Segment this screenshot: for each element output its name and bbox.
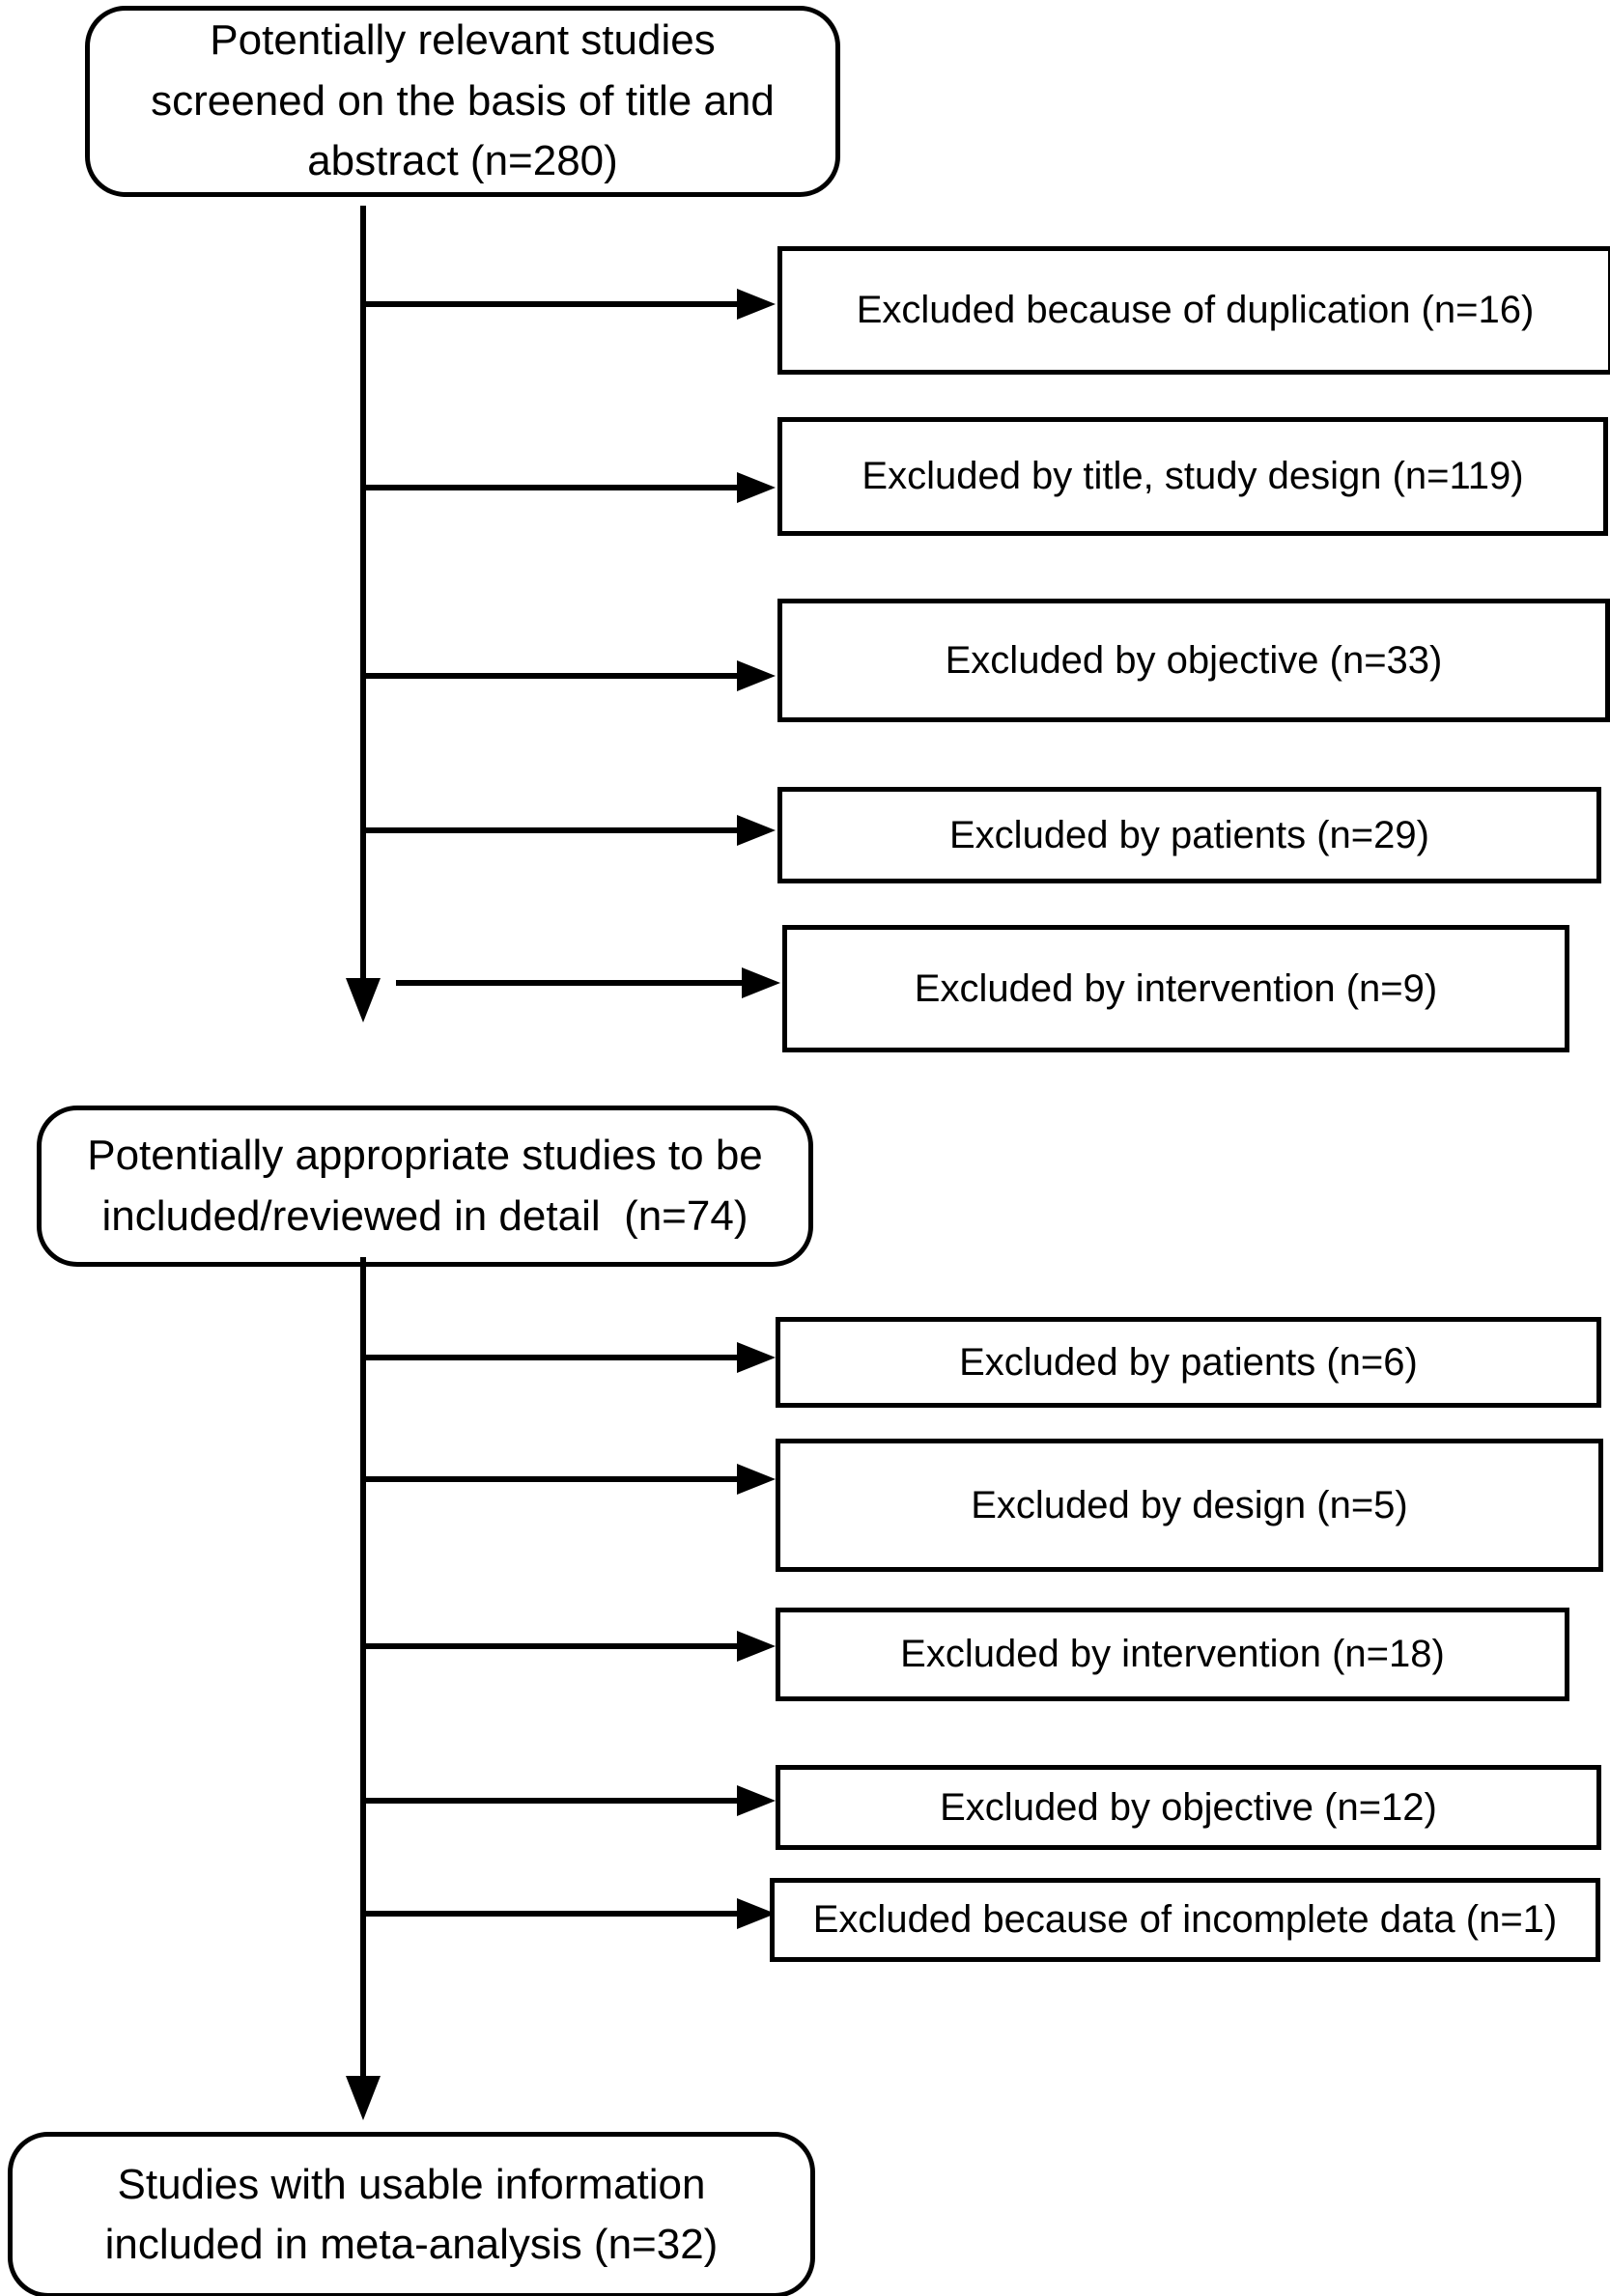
exclusion-box-incomplete-data: Excluded because of incomplete data (n=1… [770,1878,1600,1962]
stage-box-line: Studies with usable information [117,2160,706,2208]
stage-box-line: abstract (n=280) [307,137,618,185]
branch-arrow-intervention-18 [365,1643,737,1649]
exclusion-label: Excluded by objective (n=33) [945,638,1443,682]
stage-box-line: included/reviewed in detail (n=74) [101,1191,749,1240]
exclusion-label: Excluded by objective (n=12) [940,1785,1437,1829]
stage-box-line: included in meta-analysis (n=32) [104,2221,719,2268]
stage-box-line: Potentially appropriate studies to be [87,1132,763,1180]
stage-box-meta-analysis: Studies with usable information included… [8,2132,815,2296]
branch-arrow-objective-33 [365,673,737,679]
exclusion-label: Excluded by intervention (n=9) [914,966,1438,1010]
exclusion-label: Excluded by intervention (n=18) [900,1633,1445,1675]
stage-box-line: screened on the basis of title and [151,76,775,125]
stage-box-line: Potentially relevant studies [210,16,716,65]
exclusion-label: Excluded by design (n=5) [971,1483,1408,1526]
branch-arrow-patients-6 [365,1355,737,1360]
stage-box-appropriate-studies: Potentially appropriate studies to be in… [37,1106,813,1267]
exclusion-label: Excluded because of incomplete data (n=1… [812,1898,1558,1941]
exclusion-label: Excluded by patients (n=6) [959,1340,1418,1384]
exclusion-box-intervention-9: Excluded by intervention (n=9) [782,925,1569,1052]
exclusion-label: Excluded by patients (n=29) [949,813,1429,856]
flow-down-arrow-1 [360,206,366,978]
stage-box-screened-studies: Potentially relevant studies screened on… [85,6,840,197]
exclusion-box-patients-29: Excluded by patients (n=29) [777,787,1601,883]
branch-arrow-patients-29 [365,827,737,833]
branch-arrow-design-5 [365,1476,737,1482]
exclusion-label: Excluded because of duplication (n=16) [856,289,1535,331]
exclusion-box-patients-6: Excluded by patients (n=6) [776,1317,1601,1408]
exclusion-box-objective-33: Excluded by objective (n=33) [777,599,1610,722]
branch-arrow-objective-12 [365,1798,737,1804]
branch-arrow-duplication [365,301,737,307]
branch-arrow-incomplete-data [365,1911,737,1917]
exclusion-label: Excluded by title, study design (n=119) [861,455,1524,497]
exclusion-box-intervention-18: Excluded by intervention (n=18) [776,1608,1569,1701]
exclusion-box-duplication: Excluded because of duplication (n=16) [777,246,1610,375]
flow-down-arrow-2 [360,1257,366,2076]
exclusion-box-title-study-design: Excluded by title, study design (n=119) [777,417,1608,536]
exclusion-box-design-5: Excluded by design (n=5) [776,1439,1603,1572]
branch-arrow-intervention-9 [396,980,742,986]
exclusion-box-objective-12: Excluded by objective (n=12) [776,1765,1601,1850]
branch-arrow-title-study-design [365,485,737,490]
